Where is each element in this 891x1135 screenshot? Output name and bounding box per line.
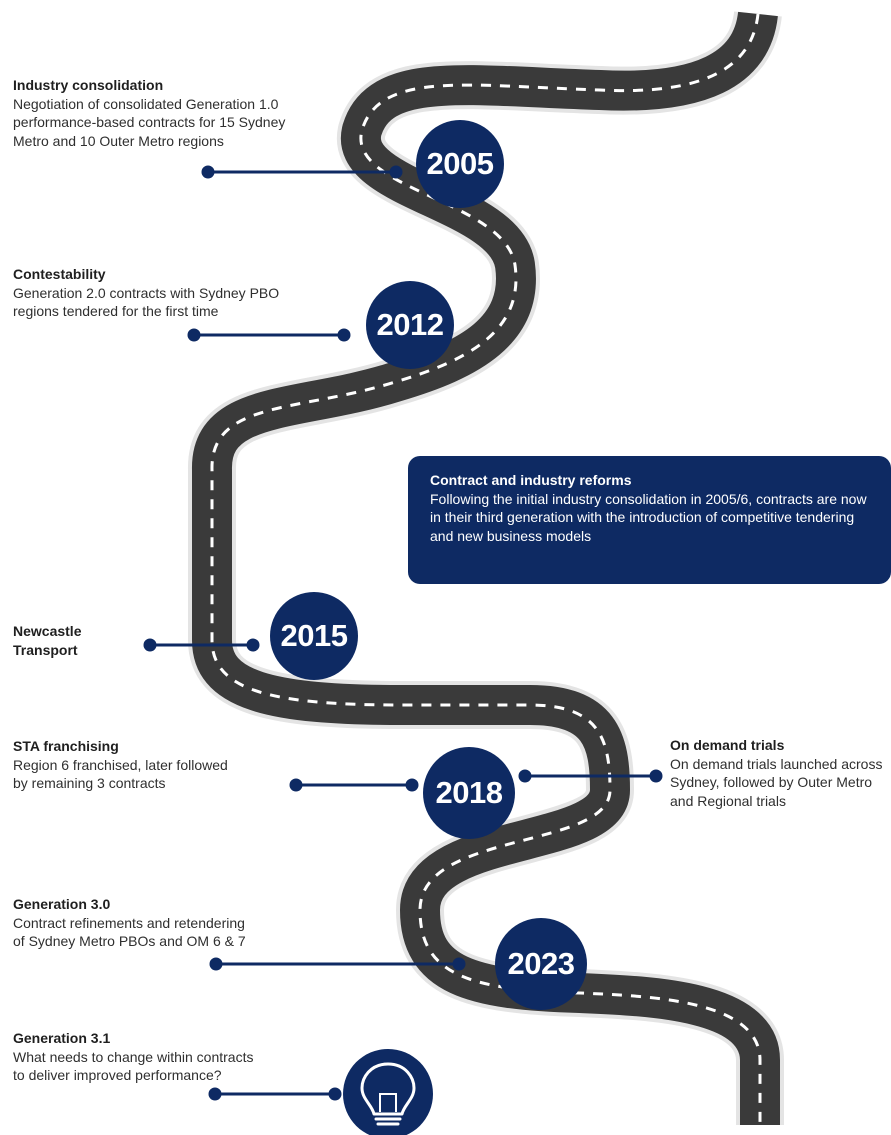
milestone-title: Contestability xyxy=(13,266,106,282)
milestone-2015: Newcastle Transport xyxy=(13,622,113,659)
milestone-gen31: Generation 3.1 What needs to change with… xyxy=(13,1029,258,1085)
year-badge-2015: 2015 xyxy=(270,592,358,680)
milestone-title: Generation 3.0 xyxy=(13,896,111,912)
milestone-title: STA franchising xyxy=(13,738,119,754)
callout-title: Contract and industry reforms xyxy=(430,472,632,488)
year-badge-2012: 2012 xyxy=(366,281,454,369)
milestone-2005: Industry consolidation Negotiation of co… xyxy=(13,76,313,150)
milestone-description: What needs to change within contracts to… xyxy=(13,1048,254,1084)
connector-2023 xyxy=(209,957,466,971)
connector-gen31 xyxy=(208,1087,342,1101)
connector-2015 xyxy=(143,638,260,652)
milestone-description: Region 6 franchised, later followed by r… xyxy=(13,756,228,792)
milestone-2023: Generation 3.0 Contract refinements and … xyxy=(13,895,258,951)
milestone-title: Industry consolidation xyxy=(13,77,164,93)
connector-2018-right xyxy=(518,769,663,783)
milestone-2018-sta: STA franchising Region 6 franchised, lat… xyxy=(13,737,243,793)
callout-description: Following the initial industry consolida… xyxy=(430,490,867,544)
milestone-description: Contract refinements and retendering of … xyxy=(13,914,246,950)
milestone-description: Generation 2.0 contracts with Sydney PBO… xyxy=(13,284,280,320)
winding-road xyxy=(188,10,784,1125)
milestone-title: On demand trials xyxy=(670,737,785,753)
year-badge-2005: 2005 xyxy=(416,120,504,208)
milestone-description: Negotiation of consolidated Generation 1… xyxy=(13,95,286,149)
milestone-title: Generation 3.1 xyxy=(13,1030,111,1046)
connector-2005 xyxy=(201,165,403,179)
year-badge-2023: 2023 xyxy=(495,918,587,1010)
milestone-description: On demand trials launched across Sydney,… xyxy=(670,755,883,809)
connector-2012 xyxy=(187,328,351,342)
milestone-2018-on-demand: On demand trials On demand trials launch… xyxy=(670,736,888,810)
connectors xyxy=(143,165,663,1101)
milestone-2012: Contestability Generation 2.0 contracts … xyxy=(13,265,298,321)
milestone-title: Newcastle Transport xyxy=(13,623,82,658)
year-badge-2018: 2018 xyxy=(423,747,515,839)
connector-2018-left xyxy=(289,778,419,792)
lightbulb-icon xyxy=(343,1049,433,1135)
reforms-callout: Contract and industry reforms Following … xyxy=(408,456,891,584)
